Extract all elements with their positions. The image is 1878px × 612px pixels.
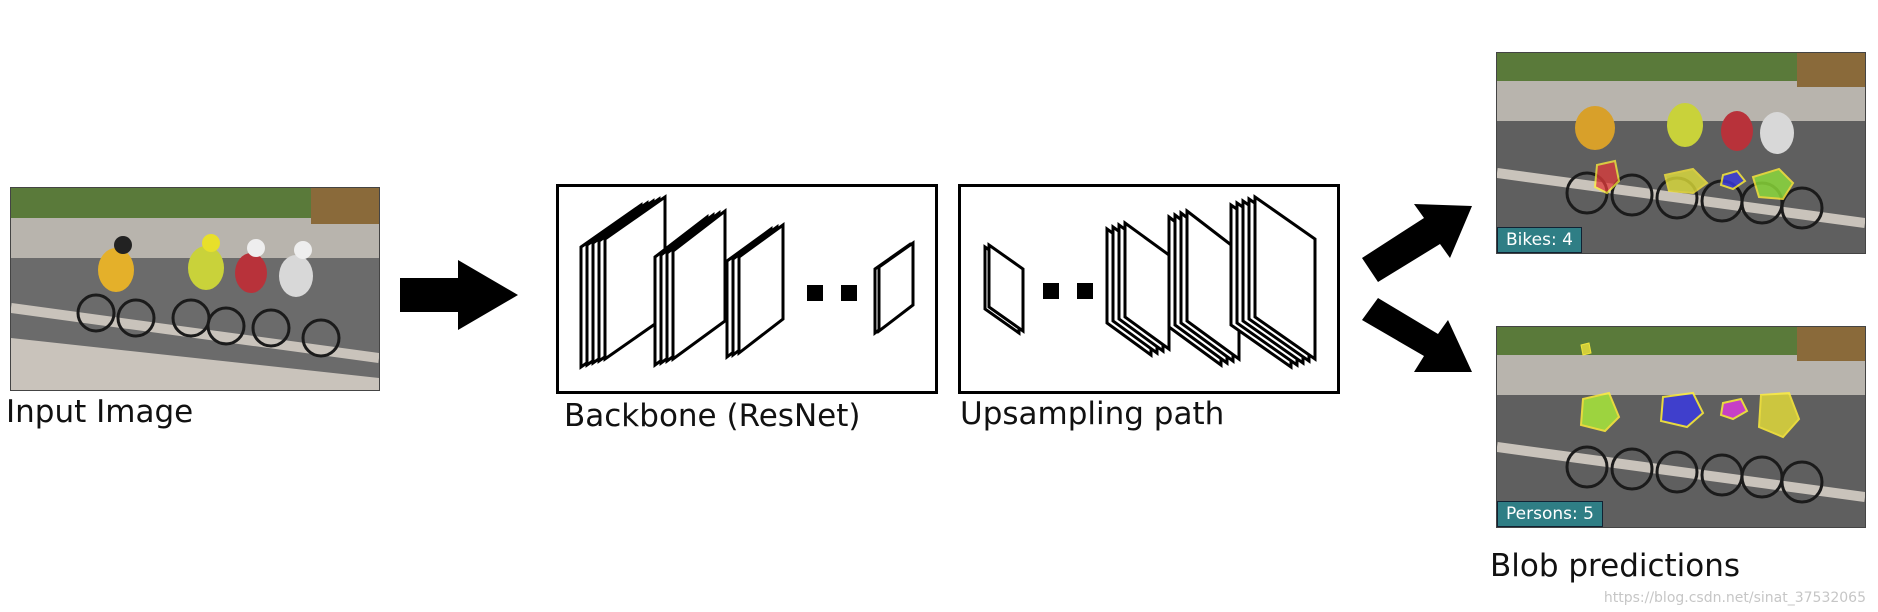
ellipsis-dots	[1043, 283, 1093, 299]
input-image-photo	[11, 188, 379, 390]
input-image	[10, 187, 380, 391]
layer-stack-medium	[653, 207, 727, 368]
backbone-label: Backbone (ResNet)	[564, 398, 861, 434]
bikes-prediction-image: Bikes: 4	[1496, 52, 1866, 254]
upsampling-box	[958, 184, 1340, 394]
backbone-box	[556, 184, 938, 394]
persons-prediction-photo	[1497, 327, 1865, 527]
arrow-down-right-icon	[1362, 298, 1472, 372]
input-image-label: Input Image	[6, 394, 194, 430]
layer-stack-tiny	[983, 242, 1025, 336]
backbone-layers-diagram	[579, 194, 915, 370]
layer-stack-medium	[1167, 207, 1241, 368]
layer-stack-small	[725, 222, 785, 361]
bikes-count-badge: Bikes: 4	[1497, 227, 1582, 253]
upsampling-label: Upsampling path	[960, 396, 1225, 432]
watermark-text: https://blog.csdn.net/sinat_37532065	[1603, 590, 1866, 606]
ellipsis-dots	[807, 285, 857, 301]
right-arrow-icon	[400, 260, 518, 330]
persons-count-badge: Persons: 5	[1497, 501, 1603, 527]
persons-prediction-image: Persons: 5	[1496, 326, 1866, 528]
layer-stack-small	[1105, 220, 1171, 358]
upsampling-layers-diagram	[983, 194, 1317, 370]
bikes-prediction-photo	[1497, 53, 1865, 253]
blob-predictions-label: Blob predictions	[1490, 548, 1741, 584]
layer-stack-large	[579, 194, 667, 370]
layer-stack-large	[1229, 194, 1317, 370]
arrow-up-right-icon	[1362, 204, 1472, 282]
layer-stack-tiny	[873, 240, 915, 337]
